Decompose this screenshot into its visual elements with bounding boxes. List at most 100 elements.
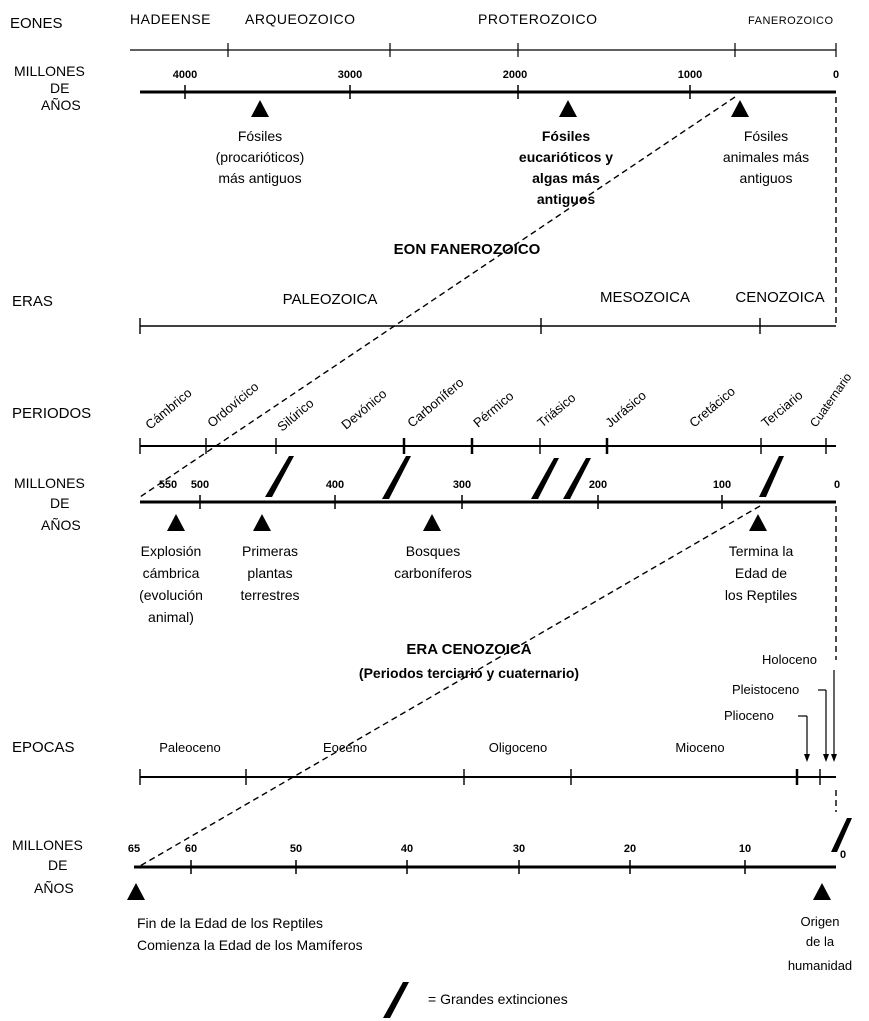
label-epocas: EPOCAS [12,739,75,756]
epoch-plioceno: Plioceno [724,708,774,723]
event2-marker-explosion [167,514,185,531]
svg-text:Bosques: Bosques [406,543,460,559]
extinction-mark-cretacico [759,456,784,497]
eon-boundary-line [130,43,837,57]
extinction-mark-ordovicico [265,456,294,497]
scale3-tick-20: 20 [624,843,636,855]
label-millones-2b: DE [50,495,69,511]
svg-text:antiguos: antiguos [740,170,793,186]
label-eras: ERAS [12,293,53,310]
scale3-tick-0: 0 [840,849,846,861]
event2-text-plantas: Primeras plantas terrestres [240,543,299,603]
svg-text:algas más: algas más [532,170,600,186]
event1-text-procariotas: Fósiles (procarióticos) más antiguos [216,128,305,186]
event1-text-eucariotas: Fósiles eucarióticos y algas más antiguo… [519,128,613,207]
event1-marker-eucariotas [559,100,577,117]
scale1-tick-3000: 3000 [338,69,362,81]
event3-text-humanidad: Origen de la humanidad [788,914,852,973]
scale1-tick-1000: 1000 [678,69,702,81]
label-millones-3b: DE [48,857,67,873]
epoch-holoceno: Holoceno [762,652,817,667]
scale2-tick-300: 300 [453,479,471,491]
svg-text:cámbrica: cámbrica [143,565,200,581]
legend-extinction-icon [383,982,409,1018]
period-cretacico: Cretácico [686,384,738,431]
scale3-tick-50: 50 [290,843,302,855]
extinction-mark-devonico [382,456,411,499]
scale2-tick-500: 500 [191,479,209,491]
period-permico: Pérmico [470,388,516,430]
period-terciario: Terciario [758,387,805,430]
eon-fanerozoico: FANEROZOICO [748,15,834,27]
label-millones-2a: MILLONES [14,475,85,491]
eon-hadeense: HADEENSE [130,11,211,27]
scale1-tick-2000: 2000 [503,69,527,81]
event2-marker-bosques [423,514,441,531]
event2-marker-plantas [253,514,271,531]
svg-text:Termina la: Termina la [729,543,794,559]
epoch-oligoceno: Oligoceno [489,740,548,755]
event2-text-reptiles: Termina la Edad de los Reptiles [725,543,797,603]
svg-text:Fósiles: Fósiles [744,128,788,144]
event3-text-mamiferos: Fin de la Edad de los Reptiles Comienza … [137,915,363,953]
event3-marker-mamiferos [127,883,145,900]
label-millones-3c: AÑOS [34,880,74,896]
era-mesozoica: MESOZOICA [600,289,690,306]
epoch-boundary-line [139,769,836,785]
label-millones-1b: DE [50,80,69,96]
period-boundary-line [139,438,836,454]
svg-text:Fin de la Edad de los Reptiles: Fin de la Edad de los Reptiles [137,915,323,931]
event1-marker-procariotas [251,100,269,117]
extinction-mark-cuaternario [831,818,852,852]
scale1-tick-0: 0 [833,69,839,81]
scale2-tick-400: 400 [326,479,344,491]
subtitle-era-cenozoica: (Periodos terciario y cuaternario) [359,665,579,681]
event2-text-explosion: Explosión cámbrica (evolución animal) [139,543,203,625]
svg-text:terrestres: terrestres [240,587,299,603]
scale2-tick-550: 550 [159,479,177,491]
event2-text-bosques: Bosques carboníferos [394,543,472,581]
scale2-axis [140,495,836,509]
svg-text:más antiguos: más antiguos [218,170,301,186]
scale1-tick-4000: 4000 [173,69,197,81]
scale3-tick-40: 40 [401,843,413,855]
period-triasico: Triásico [534,390,578,430]
legend-text: = Grandes extinciones [428,991,568,1007]
event1-marker-animales [731,100,749,117]
period-ordovicico: Ordovícico [204,379,261,430]
recent-epoch-arrowheads [804,754,837,762]
svg-text:animal): animal) [148,609,194,625]
event2-marker-reptiles [749,514,767,531]
svg-text:Fósiles: Fósiles [542,128,590,144]
period-silurico: Silúrico [274,395,316,434]
svg-text:(procarióticos): (procarióticos) [216,149,305,165]
epoch-paleoceno: Paleoceno [159,740,220,755]
scale3-tick-65: 65 [128,843,140,855]
period-carbonifero: Carbonífero [404,375,466,431]
extinction-marks-section2 [265,456,784,499]
svg-text:Explosión: Explosión [141,543,202,559]
scale2-tick-200: 200 [589,479,607,491]
svg-text:antiguos: antiguos [537,191,596,207]
scale1-axis [140,85,836,99]
scale3-tick-60: 60 [185,843,197,855]
title-era-cenozoica: ERA CENOZOICA [406,641,531,658]
scale3-axis [134,860,836,874]
eon-arqueozoico: ARQUEOZOICO [245,11,356,27]
period-cuaternario: Cuaternario [807,370,855,430]
zoom-connector-2-left [139,505,761,867]
svg-text:Fósiles: Fósiles [238,128,282,144]
period-cambrico: Cámbrico [142,385,194,432]
era-boundary-line [139,318,836,334]
svg-text:Origen: Origen [800,914,839,929]
epoch-pleistoceno: Pleistoceno [732,682,799,697]
label-eones: EONES [10,15,63,32]
svg-text:de la: de la [806,934,835,949]
era-cenozoica: CENOZOICA [735,289,824,306]
epoch-eoceno: Eoceno [323,740,367,755]
scale3-tick-10: 10 [739,843,751,855]
svg-text:animales más: animales más [723,149,809,165]
era-paleozoica: PALEOZOICA [283,291,378,308]
label-millones-2c: AÑOS [41,517,81,533]
